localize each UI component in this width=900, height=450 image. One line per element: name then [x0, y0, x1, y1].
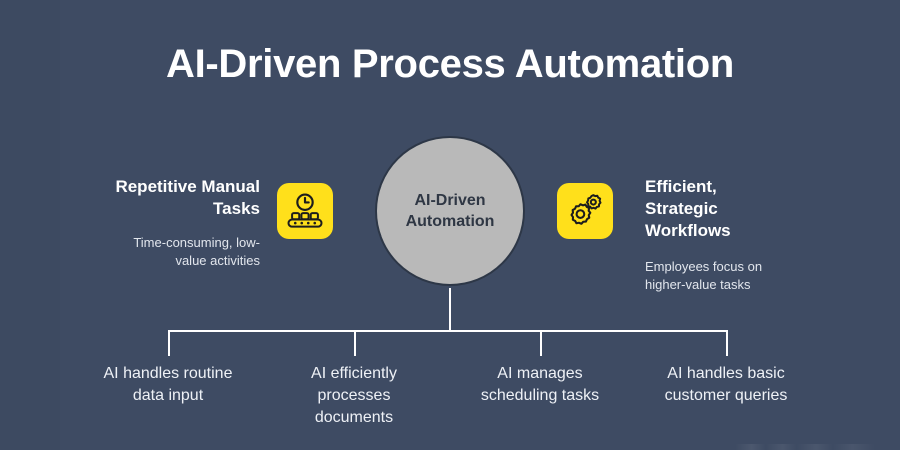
- conveyor-clock-icon: [287, 193, 323, 228]
- left-branch-subtitle-line1: Time-consuming, low-: [133, 235, 260, 250]
- center-node-label-line2: Automation: [405, 213, 495, 230]
- connector-horizontal-bar: [168, 330, 728, 332]
- center-node-ai-driven-automation: AI-Driven Automation: [375, 136, 525, 286]
- right-branch-heading: Efficient, Strategic Workflows: [645, 176, 860, 242]
- right-branch-subtitle-line2: higher-value tasks: [645, 277, 751, 292]
- branch-label-1-line1: AI handles routine: [103, 365, 233, 382]
- left-branch-heading-line1: Repetitive Manual: [115, 177, 260, 196]
- left-branch-text-block: Repetitive Manual Tasks Time-consuming, …: [60, 176, 260, 270]
- page-title: AI-Driven Process Automation: [165, 42, 734, 86]
- right-branch-text-block: Efficient, Strategic Workflows Employees…: [645, 176, 860, 294]
- connector-drop-3: [540, 330, 542, 356]
- left-branch-heading: Repetitive Manual Tasks: [60, 176, 260, 220]
- connector-drop-2: [354, 330, 356, 356]
- branch-label-4-line2: customer queries: [664, 387, 788, 404]
- branch-label-2-line2: processes: [317, 387, 391, 404]
- branch-label-1-line2: data input: [132, 387, 204, 404]
- left-branch-subtitle-line2: value activities: [175, 253, 260, 268]
- conveyor-clock-icon-tile: [277, 183, 333, 239]
- left-branch-heading-line2: Tasks: [213, 199, 260, 218]
- right-branch-heading-line1: Efficient,: [645, 177, 717, 196]
- branch-label-3-line1: AI manages: [497, 365, 583, 382]
- branch-label-4-line1: AI handles basic: [667, 365, 785, 382]
- branch-label-2: AI efficiently processes documents: [261, 363, 447, 429]
- connector-drop-4: [726, 330, 728, 356]
- left-branch-subtitle: Time-consuming, low- value activities: [60, 234, 260, 270]
- center-node-label: AI-Driven Automation: [406, 190, 495, 232]
- background-panel-seam: [0, 0, 60, 450]
- gears-icon: [570, 194, 602, 225]
- branch-label-1: AI handles routine data input: [75, 363, 261, 407]
- connector-stem-vertical: [449, 288, 451, 331]
- right-branch-subtitle: Employees focus on higher-value tasks: [645, 258, 860, 294]
- branch-label-2-line3: documents: [314, 409, 394, 426]
- branch-label-3-line2: scheduling tasks: [480, 387, 600, 404]
- right-branch-heading-line2: Strategic: [645, 199, 718, 218]
- right-branch-heading-line3: Workflows: [645, 221, 731, 240]
- right-branch-subtitle-line1: Employees focus on: [645, 259, 763, 274]
- branch-label-4: AI handles basic customer queries: [633, 363, 819, 407]
- branch-label-2-line1: AI efficiently: [311, 365, 397, 382]
- center-node-label-line1: AI-Driven: [414, 192, 486, 209]
- connector-drop-1: [168, 330, 170, 356]
- gears-icon-tile: [557, 183, 613, 239]
- watermark: [735, 444, 875, 450]
- branch-label-3: AI manages scheduling tasks: [447, 363, 633, 407]
